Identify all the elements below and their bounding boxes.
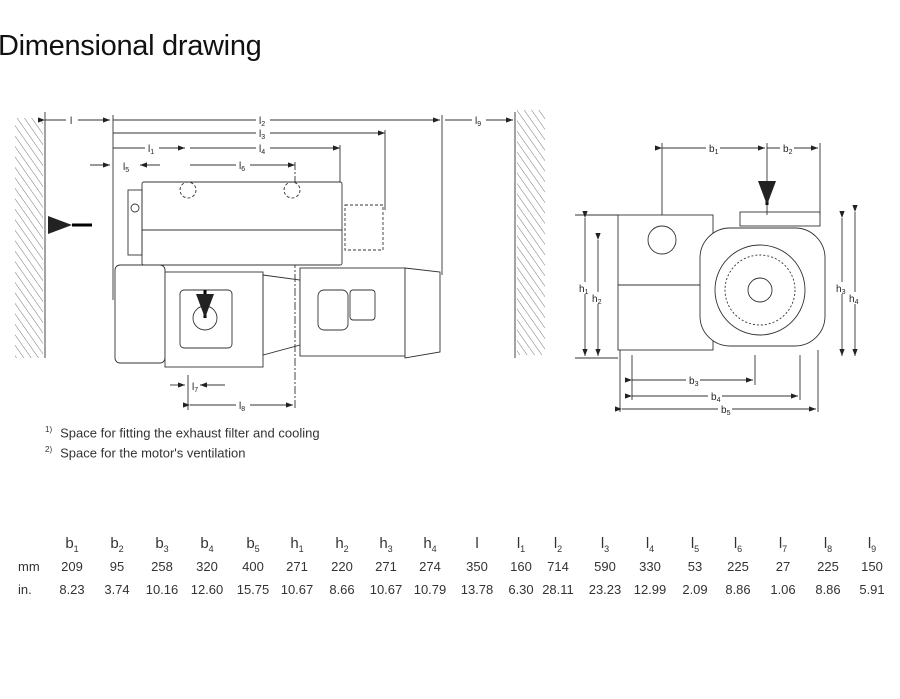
- table-cell: 10.79: [413, 582, 447, 597]
- table-cell: 12.99: [633, 582, 667, 597]
- svg-text:b3: b3: [689, 376, 699, 388]
- svg-text:l8: l8: [239, 401, 245, 413]
- column-header: l6: [733, 535, 743, 554]
- svg-text:l4: l4: [259, 144, 265, 156]
- column-header: l3: [600, 535, 610, 554]
- table-cell: 5.91: [859, 582, 885, 597]
- table-cell: 8.86: [815, 582, 841, 597]
- svg-text:h1: h1: [579, 284, 589, 296]
- svg-text:l2: l2: [259, 116, 265, 128]
- svg-text:l7: l7: [192, 382, 198, 394]
- svg-text:b2: b2: [783, 144, 793, 156]
- table-cell: 274: [419, 559, 441, 574]
- svg-text:b4: b4: [711, 392, 721, 404]
- svg-text:b5: b5: [721, 405, 731, 417]
- column-header: l1: [516, 535, 526, 554]
- table-cell: 3.74: [104, 582, 130, 597]
- column-header: l8: [823, 535, 833, 554]
- svg-text:l5: l5: [123, 162, 129, 174]
- svg-text:b1: b1: [709, 144, 719, 156]
- column-header: l4: [645, 535, 655, 554]
- table-cell: 225: [727, 559, 749, 574]
- front-view-labels: b1 b2 h1 h2 h3 h4 b3 b4 b5: [578, 142, 862, 417]
- table-cell: 258: [151, 559, 173, 574]
- table-cell: 23.23: [588, 582, 622, 597]
- table-cell: 1.06: [770, 582, 796, 597]
- footnote-mark: 2): [45, 445, 53, 454]
- unit-label: mm: [18, 559, 40, 574]
- column-header: b3: [155, 535, 169, 554]
- front-view: [575, 143, 858, 412]
- svg-text:l6: l6: [239, 161, 245, 173]
- footnote-mark: 1): [45, 425, 53, 434]
- table-cell: 8.86: [725, 582, 751, 597]
- svg-text:l: l: [70, 116, 72, 127]
- column-header: b1: [65, 535, 79, 554]
- table-cell: 13.78: [460, 582, 494, 597]
- table-cell: 27: [775, 559, 791, 574]
- column-header: l: [475, 535, 479, 552]
- column-header: h3: [379, 535, 393, 554]
- table-cell: 2.09: [682, 582, 708, 597]
- table-cell: 10.67: [280, 582, 314, 597]
- table-cell: 225: [817, 559, 839, 574]
- unit-label: in.: [18, 582, 32, 597]
- side-view: [15, 110, 545, 410]
- table-cell: 15.75: [236, 582, 270, 597]
- table-cell: 400: [242, 559, 264, 574]
- footnote-2: 2) Space for the motor's ventilation: [45, 445, 245, 460]
- table-cell: 160: [510, 559, 532, 574]
- column-header: l9: [867, 535, 877, 554]
- table-cell: 220: [331, 559, 353, 574]
- side-view-labels: l l2 l9 l3 l1 l4 l5 l6 l7 l8: [66, 113, 486, 413]
- page-title: Dimensional drawing: [0, 30, 262, 62]
- table-cell: 8.23: [59, 582, 85, 597]
- table-cell: 714: [547, 559, 569, 574]
- table-cell: 8.66: [329, 582, 355, 597]
- svg-text:l1: l1: [148, 144, 154, 156]
- table-cell: 53: [687, 559, 703, 574]
- column-header: l7: [778, 535, 788, 554]
- table-cell: 10.67: [369, 582, 403, 597]
- column-header: h1: [290, 535, 304, 554]
- footnote-text: Space for fitting the exhaust filter and…: [60, 425, 320, 441]
- table-cell: 28.11: [542, 582, 574, 597]
- table-cell: 150: [861, 559, 883, 574]
- table-cell: 10.16: [145, 582, 179, 597]
- table-cell: 271: [375, 559, 397, 574]
- svg-text:l9: l9: [475, 116, 481, 128]
- svg-text:l3: l3: [259, 129, 265, 141]
- column-header: h4: [423, 535, 437, 554]
- table-cell: 330: [639, 559, 661, 574]
- table-cell: 271: [286, 559, 308, 574]
- table-cell: 350: [466, 559, 488, 574]
- table-cell: 6.30: [508, 582, 534, 597]
- wall-right: [517, 110, 545, 355]
- svg-text:h3: h3: [836, 284, 846, 296]
- table-cell: 320: [196, 559, 218, 574]
- svg-text:h4: h4: [849, 294, 859, 306]
- column-header: l5: [690, 535, 700, 554]
- footnote-1: 1) Space for fitting the exhaust filter a…: [45, 425, 320, 440]
- footnote-text: Space for the motor's ventilation: [60, 445, 246, 461]
- svg-text:h2: h2: [592, 294, 602, 306]
- column-header: h2: [335, 535, 349, 554]
- table-cell: 209: [61, 559, 83, 574]
- table-cell: 590: [594, 559, 616, 574]
- column-header: b4: [200, 535, 214, 554]
- wall-left: [15, 118, 43, 358]
- column-header: b5: [246, 535, 260, 554]
- column-header: b2: [110, 535, 124, 554]
- table-cell: 95: [109, 559, 125, 574]
- column-header: l2: [553, 535, 563, 554]
- table-cell: 12.60: [190, 582, 224, 597]
